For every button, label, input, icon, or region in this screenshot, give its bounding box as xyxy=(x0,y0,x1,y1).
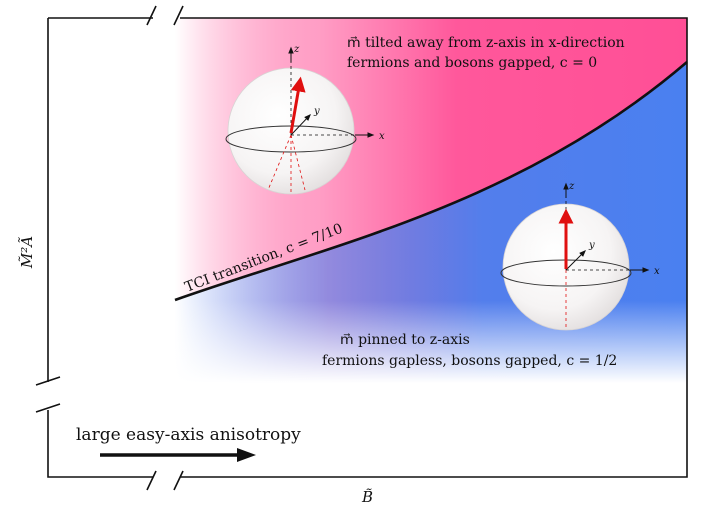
sphere-tilted: z y x xyxy=(225,44,385,195)
lower-region-line2: fermions gapless, bosons gapped, c = 1/2 xyxy=(322,353,617,369)
upper-region-line2: fermions and bosons gapped, c = 0 xyxy=(347,55,597,71)
sphere2-z-label: z xyxy=(568,181,575,192)
lower-region-line1: m⃗ pinned to z-axis xyxy=(340,332,470,348)
anisotropy-arrowhead xyxy=(237,448,256,462)
sphere2-x-label: x xyxy=(654,266,660,277)
upper-region-line1: m⃗ tilted away from z-axis in x-directio… xyxy=(347,35,625,51)
plot-frame xyxy=(47,17,688,478)
transition-curve xyxy=(174,61,688,302)
y-axis-label: M̃²Ã xyxy=(18,236,36,269)
magnetization-arrow-tilted xyxy=(289,76,306,134)
phase-regions xyxy=(175,18,687,383)
x-axis-label: B̃ xyxy=(361,488,373,506)
sphere2-y-label: y xyxy=(588,240,595,251)
sphere1-z-label: z xyxy=(293,44,300,55)
sphere1-x-label: x xyxy=(379,131,385,142)
anisotropy-label: large easy-axis anisotropy xyxy=(76,425,301,445)
axis-break-marks xyxy=(35,5,184,491)
y-axis-arrow xyxy=(290,113,311,136)
y-axis-arrow xyxy=(565,250,586,271)
sphere1-y-label: y xyxy=(313,106,320,117)
sphere-pinned: z y x xyxy=(500,181,660,331)
